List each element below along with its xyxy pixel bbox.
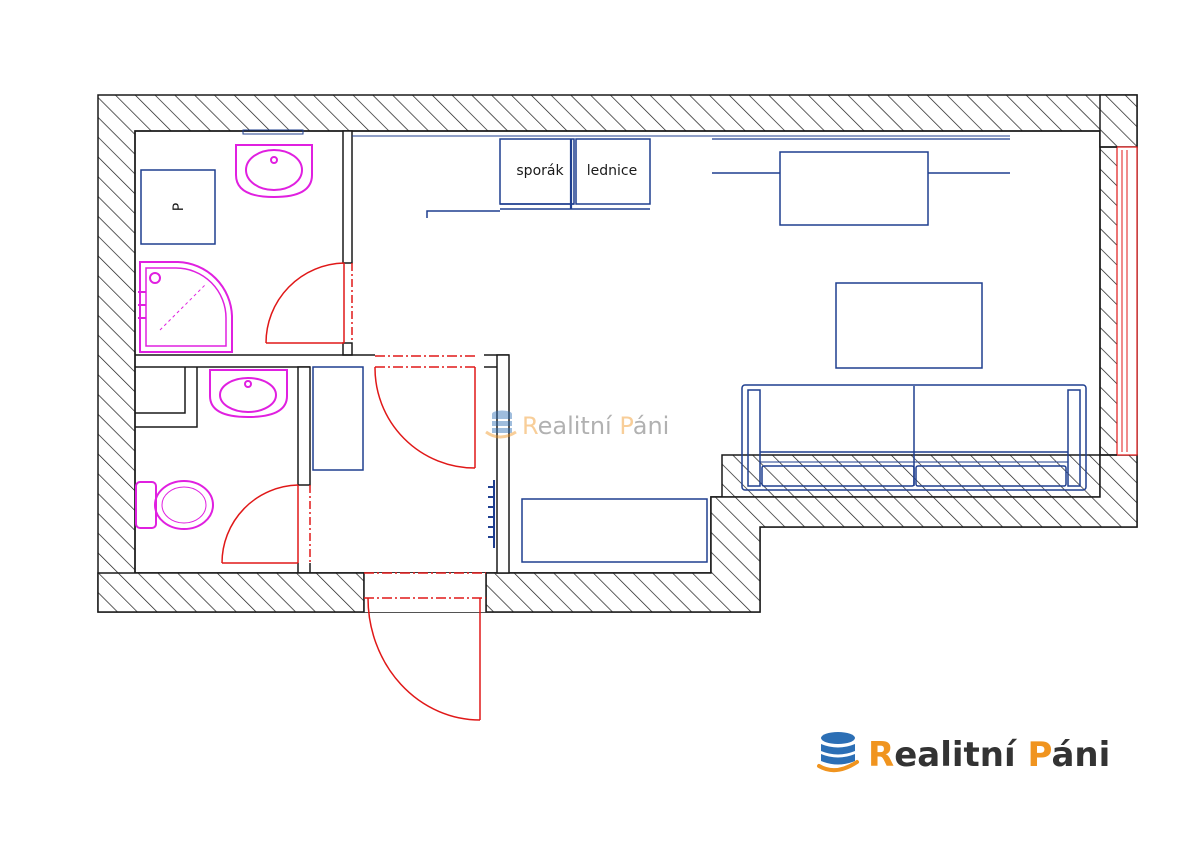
sofa xyxy=(741,384,1087,491)
logo-r: R xyxy=(868,735,894,775)
entrance-door xyxy=(364,572,486,721)
logo-p: P xyxy=(1027,735,1051,775)
furniture: P sporák lednice xyxy=(140,135,1087,563)
south-wall-left xyxy=(97,572,365,613)
logo-rest2: áni xyxy=(1051,735,1110,775)
wc-door xyxy=(221,484,311,564)
watermark-p: P xyxy=(619,412,633,440)
partition-hall-living xyxy=(496,354,510,574)
shower-icon xyxy=(138,261,233,353)
watermark-r: R xyxy=(522,412,538,440)
watermark: Realitní Páni xyxy=(485,410,669,440)
coffee-table xyxy=(835,282,983,369)
tv-cabinet xyxy=(521,498,708,563)
wc-sink-icon xyxy=(209,369,288,419)
radiator xyxy=(488,480,495,548)
logo-rest: ealitní xyxy=(894,735,1027,775)
brand-logo: Realitní Páni xyxy=(817,732,1110,775)
dining-table xyxy=(779,151,929,226)
watermark-rest2: áni xyxy=(633,412,670,440)
partition-bath-living xyxy=(342,130,353,264)
pantry-box xyxy=(140,169,216,245)
windows xyxy=(242,129,1138,456)
bath-sink-icon xyxy=(235,144,313,199)
partition-wc-hall xyxy=(297,366,311,486)
svg-text:Realitní Páni: Realitní Páni xyxy=(868,735,1110,775)
database-stack-icon xyxy=(817,732,859,773)
doors xyxy=(221,262,486,721)
pantry-label: P xyxy=(171,203,187,211)
toilet-icon xyxy=(135,480,214,530)
living-door xyxy=(374,355,476,469)
bath-window xyxy=(242,129,304,135)
watermark-icon xyxy=(485,410,517,439)
walls xyxy=(97,94,1138,613)
watermark-rest: ealitní xyxy=(538,412,620,440)
entrance-gap xyxy=(364,573,486,612)
closet-block xyxy=(135,367,198,428)
bathroom-door xyxy=(265,262,353,344)
svg-text:Realitní Páni: Realitní Páni xyxy=(522,412,669,440)
kitchen-counter xyxy=(426,210,500,218)
sanitary xyxy=(135,144,313,530)
fridge-box xyxy=(575,138,651,205)
hall-closet xyxy=(312,366,364,471)
partition-bath-living-lower xyxy=(342,342,353,356)
fridge-label: lednice xyxy=(587,163,637,179)
stove-label: sporák xyxy=(516,163,564,179)
east-wall xyxy=(1099,94,1138,148)
